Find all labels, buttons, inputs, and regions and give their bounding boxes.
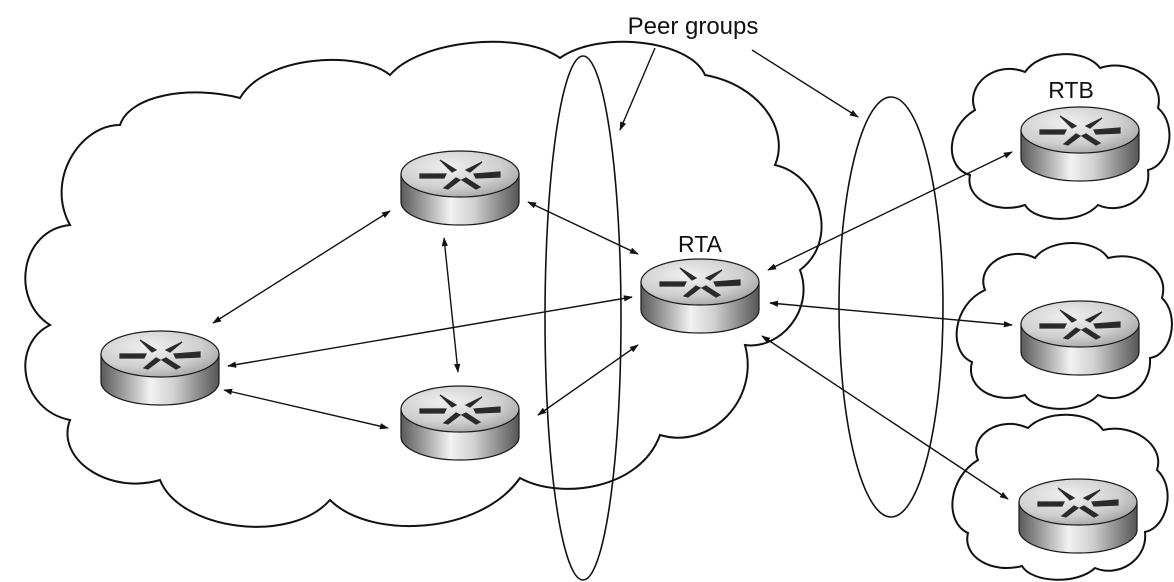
rtb-label: RTB [1048,77,1094,103]
router-icon [1018,478,1138,554]
peer-group-ellipse-right [838,96,944,518]
link-top-to-bottom [441,237,461,373]
link-left-to-bottom [223,388,389,430]
peer-groups-pointer-right [751,49,859,118]
link-rta-to-bottom [761,335,1009,500]
link-rta-to-rtb [767,151,1013,271]
router-icon [400,385,520,461]
link-left-to-rta [227,295,633,368]
rta-label: RTA [678,231,723,257]
router-icon [1020,300,1140,376]
link-top-to-rta [527,201,639,255]
router-icon [100,330,220,406]
link-rta-to-middle [769,300,1013,328]
router-icon [1020,106,1140,182]
router-icon [640,258,760,334]
router-icon [400,150,520,226]
peer-groups-pointer-left [619,47,656,131]
link-bottom-to-rta [537,344,639,416]
peer-groups-label: Peer groups [628,13,759,40]
